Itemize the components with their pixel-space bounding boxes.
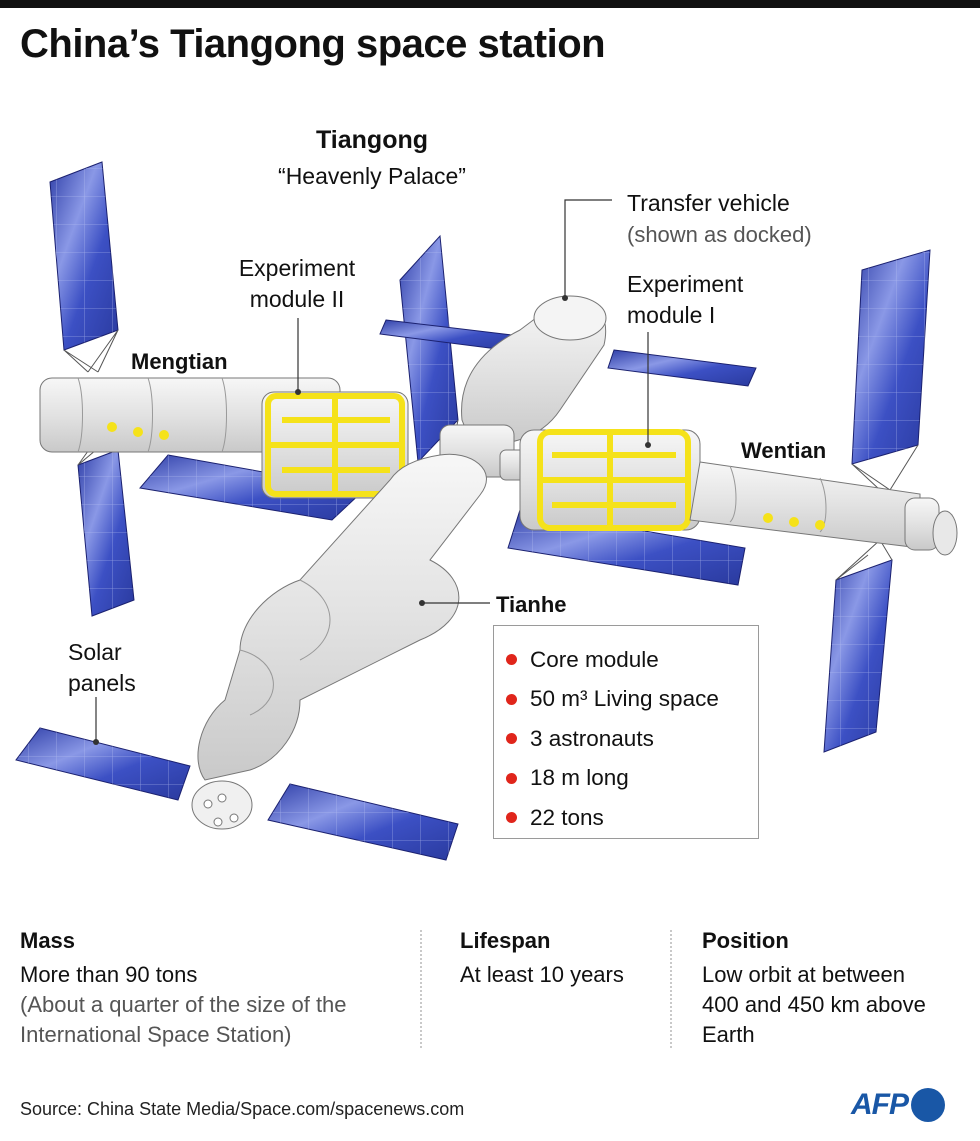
- wentian-label: Wentian: [741, 438, 826, 463]
- solar-panels: [15, 161, 931, 861]
- bullet-dot: [506, 772, 517, 784]
- position-label: Position: [702, 928, 789, 953]
- position-line-3: Earth: [702, 1022, 755, 1047]
- mass-value: More than 90 tons: [20, 962, 198, 987]
- mass-note-1: (About a quarter of the size of the: [20, 992, 347, 1017]
- fact-text: 50 m³ Living space: [530, 686, 719, 712]
- tianhe-facts-box: Core module 50 m³ Living space 3 astrona…: [493, 625, 759, 839]
- transfer-vehicle-note: (shown as docked): [627, 222, 812, 247]
- position-line-2: 400 and 450 km above: [702, 992, 926, 1017]
- afp-logo-circle-icon: [911, 1088, 945, 1122]
- station-translation: “Heavenly Palace”: [278, 163, 466, 189]
- fact-item: Core module: [494, 640, 758, 680]
- mass-note-2: International Space Station): [20, 1022, 292, 1047]
- mengtian-label: Mengtian: [131, 349, 228, 374]
- lifespan-label: Lifespan: [460, 928, 551, 953]
- experiment-module-i-label-1: Experiment: [627, 271, 744, 297]
- transfer-vehicle: [439, 295, 607, 478]
- mengtian-module: [39, 377, 409, 499]
- fact-text: 18 m long: [530, 765, 629, 791]
- position-stat: Position Low orbit at between 400 and 45…: [702, 928, 972, 1050]
- bullet-dot: [506, 654, 517, 666]
- source-note: Source: China State Media/Space.com/spac…: [20, 1099, 465, 1119]
- station-name: Tiangong: [316, 126, 428, 154]
- fact-item: 3 astronauts: [494, 719, 758, 759]
- fact-item: 22 tons: [494, 798, 758, 838]
- solar-panels-label-2: panels: [68, 670, 136, 696]
- divider: [420, 930, 422, 1048]
- page-title: China’s Tiangong space station: [20, 22, 606, 66]
- lifespan-value: At least 10 years: [460, 962, 624, 987]
- fact-item: 50 m³ Living space: [494, 680, 758, 720]
- wentian-module: [499, 429, 958, 556]
- fact-text: Core module: [530, 646, 659, 672]
- bullet-dot: [506, 812, 517, 824]
- top-bar: [0, 0, 980, 8]
- transfer-vehicle-label: Transfer vehicle: [627, 190, 790, 216]
- bullet-dot: [506, 693, 517, 705]
- mass-label: Mass: [20, 928, 76, 953]
- mass-stat: Mass More than 90 tons (About a quarter …: [20, 928, 400, 1050]
- leader-lines: [95, 199, 649, 742]
- tianhe-module: [191, 453, 487, 830]
- experiment-module-i-label-2: module I: [627, 302, 715, 328]
- position-line-1: Low orbit at between: [702, 962, 906, 987]
- fact-item: 18 m long: [494, 759, 758, 799]
- afp-logo: AFP: [851, 1088, 945, 1122]
- fact-text: 22 tons: [530, 804, 604, 830]
- lifespan-stat: Lifespan At least 10 years: [460, 928, 660, 990]
- divider: [670, 930, 672, 1048]
- experiment-module-ii-label-2: module II: [250, 286, 345, 312]
- bullet-dot: [506, 733, 517, 745]
- solar-panels-label-1: Solar: [68, 639, 122, 665]
- station-diagram: Tiangong “Heavenly Palace” Transfer vehi…: [15, 126, 958, 861]
- fact-text: 3 astronauts: [530, 725, 654, 751]
- experiment-module-ii-label-1: Experiment: [239, 255, 356, 281]
- afp-logo-text: AFP: [851, 1088, 909, 1121]
- tianhe-label: Tianhe: [496, 592, 567, 617]
